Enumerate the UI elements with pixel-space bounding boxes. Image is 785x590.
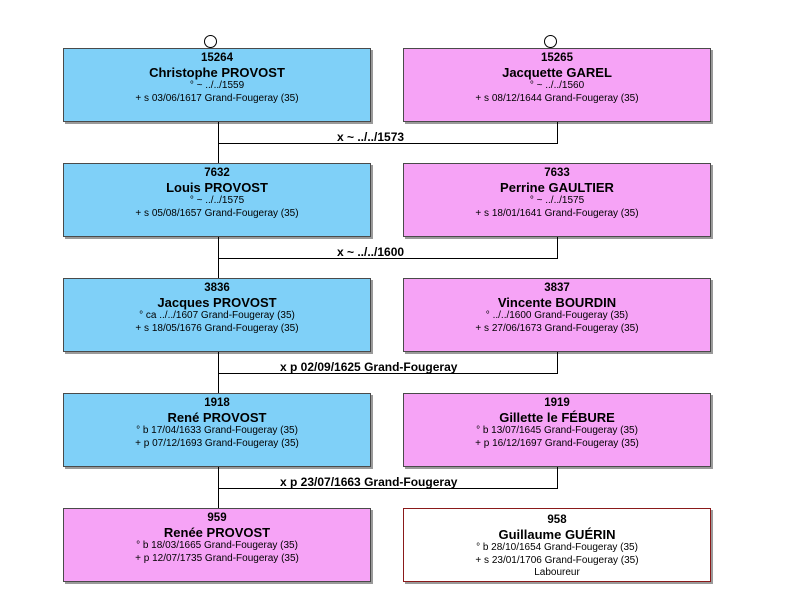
person-id: 7633 — [544, 167, 570, 179]
death-info: + p 07/12/1693 Grand-Fougeray (35) — [135, 437, 299, 449]
death-info: + s 18/05/1676 Grand-Fougeray (35) — [135, 322, 299, 334]
birth-info: ° ~ ../../1575 — [189, 195, 245, 206]
person-id: 15265 — [541, 52, 573, 64]
person-name: Louis PROVOST — [166, 180, 268, 195]
birth-info: ° ~ ../../1559 — [189, 80, 245, 91]
connector-line — [557, 352, 558, 374]
death-info: + p 16/12/1697 Grand-Fougeray (35) — [475, 437, 639, 449]
person-id: 7632 — [204, 167, 230, 179]
person-id: 3836 — [204, 282, 230, 294]
person-card[interactable]: 1919 Gillette le FÉBURE ° b 13/07/1645 G… — [403, 393, 711, 467]
person-card[interactable]: 7632 Louis PROVOST ° ~ ../../1575 + s 05… — [63, 163, 371, 237]
marriage-label: x p 02/09/1625 Grand-Fougeray — [280, 360, 458, 374]
person-name: Jacquette GAREL — [502, 65, 612, 80]
marriage-line — [218, 488, 558, 489]
marriage-label: x ~ ../../1573 — [337, 130, 405, 144]
birth-info: ° ~ ../../1560 — [529, 80, 585, 91]
death-info: + s 27/06/1673 Grand-Fougeray (35) — [475, 322, 639, 334]
person-card[interactable]: 958 Guillaume GUÉRIN ° b 28/10/1654 Gran… — [403, 508, 711, 582]
connector-line — [557, 467, 558, 489]
connector-line — [557, 237, 558, 259]
person-id: 15264 — [201, 52, 233, 64]
unknown-parents-icon — [204, 35, 217, 48]
birth-info: ° ~ ../../1575 — [529, 195, 585, 206]
person-name: Jacques PROVOST — [157, 295, 277, 310]
birth-info: ° b 18/03/1665 Grand-Fougeray (35) — [136, 540, 298, 551]
death-info: + s 23/01/1706 Grand-Fougeray (35) — [475, 554, 639, 566]
marriage-line — [218, 373, 558, 374]
birth-info: ° ca ../../1607 Grand-Fougeray (35) — [139, 310, 295, 321]
birth-info: ° b 28/10/1654 Grand-Fougeray (35) — [476, 542, 638, 553]
person-id: 958 — [547, 514, 567, 526]
death-info: + p 12/07/1735 Grand-Fougeray (35) — [135, 552, 299, 564]
death-info: + s 03/06/1617 Grand-Fougeray (35) — [135, 92, 299, 104]
person-name: Christophe PROVOST — [149, 65, 285, 80]
person-name: René PROVOST — [167, 410, 267, 425]
birth-info: ° b 13/07/1645 Grand-Fougeray (35) — [476, 425, 638, 436]
person-card[interactable]: 7633 Perrine GAULTIER ° ~ ../../1575 + s… — [403, 163, 711, 237]
death-info: + s 08/12/1644 Grand-Fougeray (35) — [475, 92, 639, 104]
person-id: 1918 — [204, 397, 230, 409]
person-card[interactable]: 15264 Christophe PROVOST ° ~ ../../1559 … — [63, 48, 371, 122]
person-card[interactable]: 15265 Jacquette GAREL ° ~ ../../1560 + s… — [403, 48, 711, 122]
death-info: + s 18/01/1641 Grand-Fougeray (35) — [475, 207, 639, 219]
birth-info: ° ../../1600 Grand-Fougeray (35) — [485, 310, 629, 321]
unknown-parents-icon — [544, 35, 557, 48]
person-card[interactable]: 3836 Jacques PROVOST ° ca ../../1607 Gra… — [63, 278, 371, 352]
person-id: 3837 — [544, 282, 570, 294]
connector-line — [557, 122, 558, 144]
marriage-line — [218, 143, 558, 144]
marriage-line — [218, 258, 558, 259]
person-name: Guillaume GUÉRIN — [498, 527, 616, 542]
person-card[interactable]: 959 Renée PROVOST ° b 18/03/1665 Grand-F… — [63, 508, 371, 582]
occupation: Laboureur — [534, 567, 580, 578]
person-name: Vincente BOURDIN — [497, 295, 617, 310]
marriage-label: x p 23/07/1663 Grand-Fougeray — [280, 475, 458, 489]
person-name: Renée PROVOST — [163, 525, 271, 540]
marriage-label: x ~ ../../1600 — [337, 245, 405, 259]
person-name: Perrine GAULTIER — [500, 180, 614, 195]
person-name: Gillette le FÉBURE — [499, 410, 615, 425]
birth-info: ° b 17/04/1633 Grand-Fougeray (35) — [136, 425, 298, 436]
death-info: + s 05/08/1657 Grand-Fougeray (35) — [135, 207, 299, 219]
person-id: 959 — [207, 512, 227, 524]
person-card[interactable]: 1918 René PROVOST ° b 17/04/1633 Grand-F… — [63, 393, 371, 467]
person-card[interactable]: 3837 Vincente BOURDIN ° ../../1600 Grand… — [403, 278, 711, 352]
person-id: 1919 — [544, 397, 570, 409]
